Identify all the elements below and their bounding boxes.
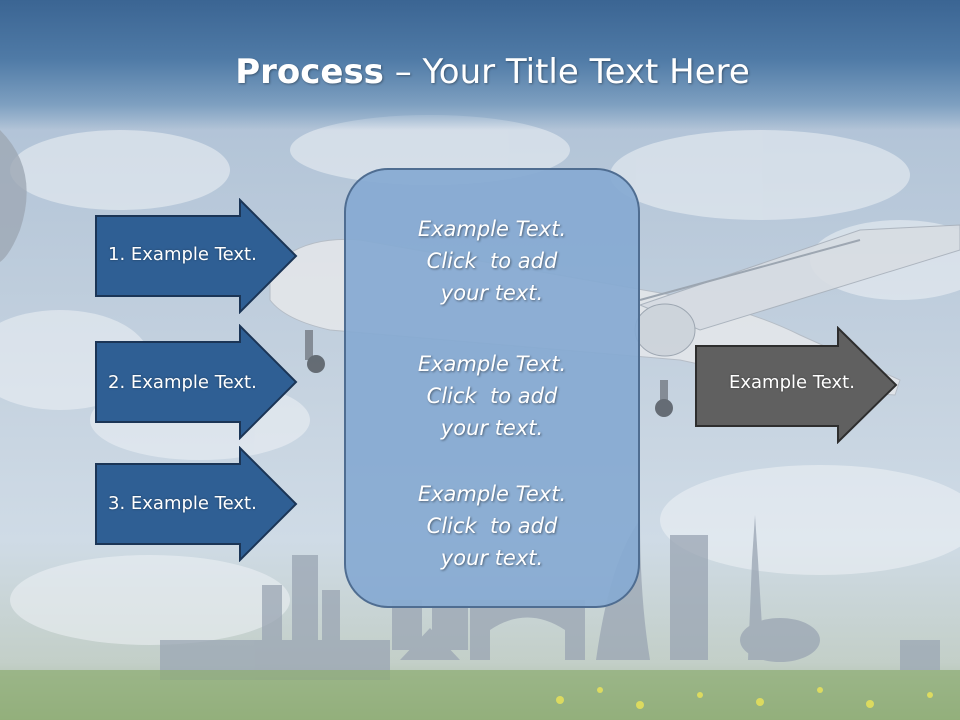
center-item-3[interactable]: Example Text. Click to add your text. xyxy=(344,478,640,574)
step-2-label: 2. Example Text. xyxy=(108,372,257,393)
center-item-1-line-1: Example Text. xyxy=(417,217,567,241)
step-3-label: 3. Example Text. xyxy=(108,493,257,514)
step-2-arrow[interactable] xyxy=(94,324,300,440)
title-bar xyxy=(0,0,960,130)
center-item-1[interactable]: Example Text. Click to add your text. xyxy=(344,213,640,309)
planet-shape xyxy=(0,130,27,262)
title-bold: Process xyxy=(235,52,384,92)
center-item-2[interactable]: Example Text. Click to add your text. xyxy=(344,348,640,444)
center-item-1-line-3: your text. xyxy=(440,281,544,305)
center-text-box[interactable] xyxy=(344,168,640,608)
flowers xyxy=(556,687,933,709)
center-item-3-line-2: Click to add xyxy=(426,514,558,538)
center-item-2-line-3: your text. xyxy=(440,416,544,440)
center-item-1-line-2: Click to add xyxy=(426,249,558,273)
center-item-3-line-3: your text. xyxy=(440,546,544,570)
title-rest: – Your Title Text Here xyxy=(383,52,750,92)
grass xyxy=(0,670,960,720)
slide-title[interactable]: Process – Your Title Text Here xyxy=(0,52,960,92)
step-1-arrow[interactable] xyxy=(94,198,300,314)
center-item-3-line-1: Example Text. xyxy=(417,482,567,506)
output-label: Example Text. xyxy=(729,372,855,393)
output-arrow[interactable] xyxy=(694,326,900,444)
step-3-arrow[interactable] xyxy=(94,446,300,562)
step-1-label: 1. Example Text. xyxy=(108,244,257,265)
center-item-2-line-1: Example Text. xyxy=(417,352,567,376)
center-item-2-line-2: Click to add xyxy=(426,384,558,408)
